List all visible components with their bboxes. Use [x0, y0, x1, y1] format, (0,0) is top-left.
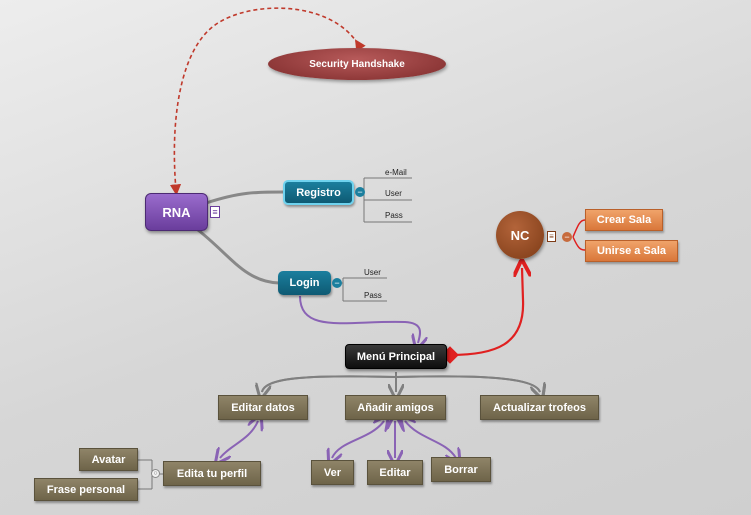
- security-handshake-node[interactable]: Security Handshake: [268, 48, 446, 80]
- anadir-amigos-node[interactable]: Añadir amigos: [345, 395, 446, 420]
- registro-node[interactable]: Registro: [283, 180, 354, 205]
- nc-label: NC: [510, 227, 530, 243]
- rna-label: RNA: [162, 204, 191, 220]
- avatar-label: Avatar: [91, 453, 126, 466]
- crear-sala-node[interactable]: Crear Sala: [585, 209, 663, 231]
- registro-label: Registro: [296, 186, 341, 199]
- anadir-amigos-label: Añadir amigos: [357, 401, 434, 414]
- editar-datos-node[interactable]: Editar datos: [218, 395, 308, 420]
- collapse-icon[interactable]: −: [562, 232, 572, 242]
- menu-principal-label: Menú Principal: [356, 350, 436, 363]
- rna-registro-line: [205, 190, 285, 205]
- ver-label: Ver: [323, 466, 342, 479]
- menu-children-lines: [261, 372, 540, 392]
- frase-personal-node[interactable]: Frase personal: [34, 478, 138, 501]
- editar-node[interactable]: Editar: [367, 460, 423, 485]
- login-menu-line: [299, 295, 420, 343]
- rna-node[interactable]: RNA: [145, 193, 208, 231]
- registro-leaf-email: e-Mail: [385, 168, 407, 177]
- login-node[interactable]: Login: [278, 271, 331, 295]
- rna-login-line: [197, 228, 280, 285]
- editar-perfil-line: [220, 421, 258, 458]
- frase-personal-label: Frase personal: [46, 483, 126, 496]
- edita-perfil-node[interactable]: Edita tu perfil: [163, 461, 261, 486]
- borrar-label: Borrar: [444, 463, 478, 476]
- security-handshake-label: Security Handshake: [309, 58, 405, 70]
- registro-leaf-user: User: [385, 189, 402, 198]
- editar-label: Editar: [379, 466, 411, 479]
- crear-sala-label: Crear Sala: [596, 214, 652, 226]
- unirse-sala-label: Unirse a Sala: [596, 245, 667, 257]
- amigos-ver-line: [332, 421, 384, 458]
- nc-children-lines: [572, 219, 586, 251]
- unirse-sala-node[interactable]: Unirse a Sala: [585, 240, 678, 262]
- menu-principal-node[interactable]: Menú Principal: [345, 344, 447, 369]
- login-leaf-pass: Pass: [364, 291, 382, 300]
- dashed-relation-line: [169, 7, 366, 196]
- nc-menu-line: [450, 268, 523, 355]
- collapse-icon[interactable]: −: [332, 278, 342, 288]
- edita-perfil-label: Edita tu perfil: [176, 467, 248, 480]
- ver-node[interactable]: Ver: [311, 460, 354, 485]
- notes-icon[interactable]: ≡: [210, 206, 220, 218]
- amigos-borrar-line: [405, 421, 456, 458]
- login-leaf-user: User: [364, 268, 381, 277]
- borrar-node[interactable]: Borrar: [431, 457, 491, 482]
- collapse-icon[interactable]: −: [355, 187, 365, 197]
- actualizar-trofeos-label: Actualizar trofeos: [493, 401, 586, 414]
- registro-leaf-pass: Pass: [385, 211, 403, 220]
- login-label: Login: [289, 277, 320, 289]
- avatar-node[interactable]: Avatar: [79, 448, 138, 471]
- nc-node[interactable]: NC: [496, 211, 544, 259]
- editar-datos-label: Editar datos: [231, 401, 295, 414]
- collapse-icon[interactable]: ○: [151, 469, 160, 478]
- actualizar-trofeos-node[interactable]: Actualizar trofeos: [480, 395, 599, 420]
- notes-icon[interactable]: ≡: [547, 231, 556, 242]
